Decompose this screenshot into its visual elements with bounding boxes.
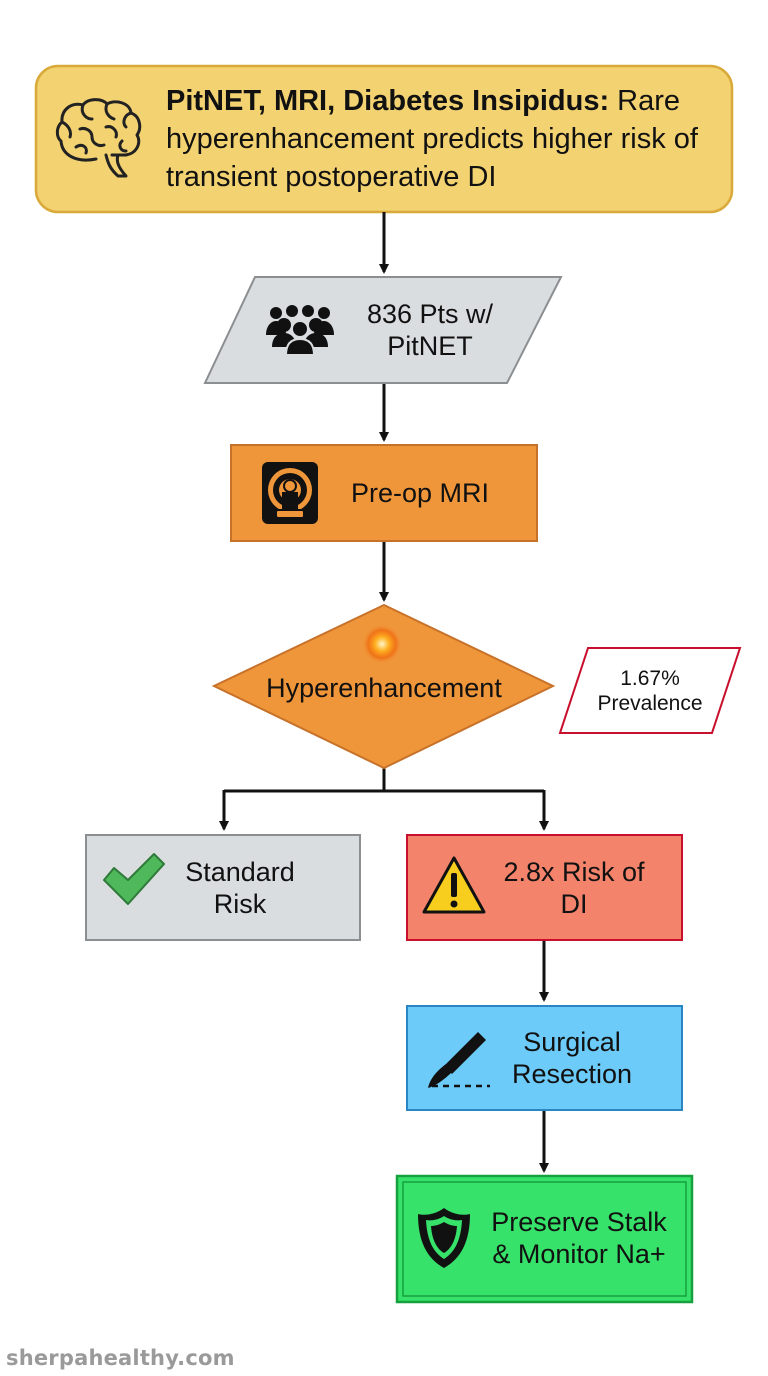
branch-connector xyxy=(224,768,386,793)
connectors xyxy=(219,212,549,1173)
shield-icon xyxy=(418,1208,470,1268)
preserve-node-inner-border xyxy=(402,1181,687,1297)
mri-label: Pre-op MRI xyxy=(320,470,520,516)
preserve-line2: & Monitor Na+ xyxy=(492,1239,666,1269)
warning-icon xyxy=(422,856,486,914)
patients-label-line2: PitNET xyxy=(387,331,473,361)
page-title: PitNET, MRI, Diabetes Insipidus: Rare hy… xyxy=(40,66,730,212)
patients-label: 836 Pts w/PitNET xyxy=(340,290,520,370)
decision-label-text: Hyperenhancement xyxy=(266,672,502,703)
title-description: Rare hyperenhancement predicts higher ri… xyxy=(166,85,698,193)
prevalence-value: 1.67% xyxy=(620,666,680,690)
mri-scanner-icon xyxy=(262,462,318,524)
patients-node xyxy=(203,276,563,384)
mri-label-text: Pre-op MRI xyxy=(350,477,490,508)
decision-label: Hyperenhancement xyxy=(234,668,534,708)
surgery-line1: Surgical xyxy=(523,1026,621,1057)
decision-node xyxy=(211,603,556,770)
standard-risk-line1: Standard xyxy=(185,856,295,887)
di-risk-line1: 2.8x Risk of xyxy=(503,856,645,887)
preserve-line1: Preserve Stalk xyxy=(491,1206,667,1237)
patients-label-line1: 836 Pts w/ xyxy=(366,298,494,329)
watermark: sherpahealthy.com xyxy=(6,1346,235,1370)
prevalence-label: 1.67%Prevalence xyxy=(572,656,728,726)
di-risk-line2: DI xyxy=(560,889,588,919)
brain-icon xyxy=(55,98,142,178)
prevalence-node xyxy=(558,647,742,734)
glow-spot-icon xyxy=(362,624,402,664)
surgery-line2: Resection xyxy=(511,1059,633,1089)
checkmark-icon xyxy=(103,853,165,905)
title-text: PitNET, MRI, Diabetes Insipidus: Rare hy… xyxy=(166,82,714,196)
prevalence-caption: Prevalence xyxy=(597,692,703,715)
standard-risk-line2: Risk xyxy=(213,889,267,919)
preserve-label: Preserve Stalk& Monitor Na+ xyxy=(474,1198,684,1278)
scalpel-icon xyxy=(428,1032,490,1088)
people-group-icon xyxy=(266,305,334,356)
title-keywords: PitNET, MRI, Diabetes Insipidus: xyxy=(166,85,610,117)
